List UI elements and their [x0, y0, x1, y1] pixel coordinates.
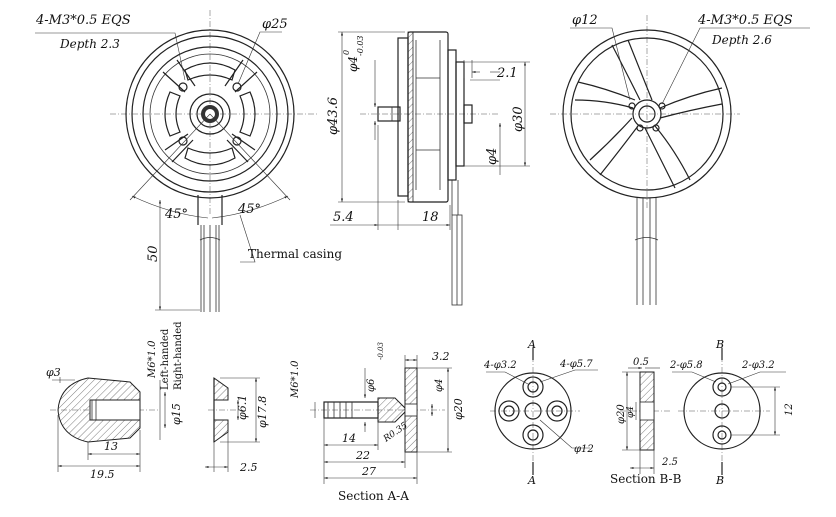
adapter-b-label-top: B: [715, 338, 724, 351]
washer-dia-17-8: φ17.8: [256, 396, 269, 428]
adapter-b-dim-0-5: 0.5: [633, 357, 649, 368]
nut-dim-19-5: 19.5: [90, 468, 115, 481]
side-dim-5-4: 5.4: [333, 210, 354, 225]
side-dia-30: φ30: [511, 106, 526, 132]
washer-dia-6-1: φ6.1: [236, 395, 249, 420]
adapter-b-holes-large: 2-φ5.8: [669, 360, 703, 371]
side-dim-2-1: 2.1: [496, 66, 518, 81]
section-b-b-label: Section B-B: [610, 472, 682, 486]
motor-back-view: [550, 15, 810, 305]
shaft-tol: -0.03: [377, 342, 385, 360]
prop-adapter-a: [486, 345, 598, 480]
washer-dim-2-5: 2.5: [239, 461, 258, 474]
adapter-b-holes-small: 2-φ3.2: [741, 360, 775, 371]
washer-section: [205, 377, 260, 472]
nut-thread: M6*1.0: [147, 340, 158, 379]
adapter-b-dim-2-5: 2.5: [661, 457, 678, 468]
front-thread-note: 4-M3*0.5 EQS: [35, 13, 131, 28]
side-dia-4: φ4: [485, 148, 500, 165]
adapter-b-dia-4: φ4: [626, 406, 636, 418]
side-tol-upper: 0: [342, 50, 351, 55]
shaft-dim-14: 14: [342, 432, 356, 445]
side-dim-18: 18: [422, 210, 439, 225]
side-tol-lower: -0.03: [356, 35, 365, 56]
adapter-a-holes-large: 4-φ5.7: [559, 359, 593, 370]
nut-dim-13: 13: [104, 440, 118, 453]
nut-right-handed: Right-handed: [173, 321, 184, 390]
motor-front-view: [35, 10, 318, 312]
front-angle-right: 45°: [237, 202, 261, 217]
front-angle-left: 45°: [164, 207, 188, 222]
side-dia-4-top: φ4: [346, 56, 360, 72]
shaft-dia-4: φ4: [434, 379, 445, 392]
prop-nut-section: [50, 377, 167, 472]
adapter-b-dim-12: 12: [784, 403, 795, 416]
motor-side-view: [330, 31, 530, 306]
back-dia-12: φ12: [572, 13, 598, 28]
adapter-b-label-bottom: B: [715, 474, 724, 487]
adapter-a-dia-12: φ12: [574, 444, 594, 455]
adapter-a-label-top: A: [527, 338, 536, 351]
shaft-dim-27: 27: [361, 465, 376, 478]
shaft-adapter-section: [310, 355, 452, 484]
shaft-thread: M6*1.0: [290, 360, 301, 399]
adapter-b-dia-20: φ20: [616, 404, 627, 424]
front-outer-ring: [125, 29, 295, 199]
adapter-a-holes-small: 4-φ3.2: [483, 360, 517, 371]
shaft-r-label: R0.35: [381, 421, 410, 445]
shaft-dia-6: φ6: [366, 378, 377, 392]
prop-adapter-b-front: [672, 345, 786, 478]
back-depth-note: Depth 2.6: [711, 33, 772, 47]
back-thread-note: 4-M3*0.5 EQS: [697, 13, 793, 28]
shaft-dim-3-2: 3.2: [432, 350, 450, 363]
front-dia-25: φ25: [262, 17, 288, 32]
front-lead-length: 50: [146, 245, 161, 262]
front-depth-note: Depth 2.3: [59, 37, 120, 51]
nut-dia-15: φ15: [170, 403, 183, 425]
thermal-casing-label: Thermal casing: [248, 247, 342, 261]
prop-adapter-b-side: [620, 366, 670, 474]
section-a-a-label: Section A-A: [338, 489, 409, 503]
shaft-dim-22: 22: [355, 449, 370, 462]
nut-dia-3: φ3: [46, 366, 61, 379]
nut-left-handed: Left-handed: [160, 328, 171, 390]
shaft-dia-20: φ20: [452, 398, 465, 420]
adapter-a-label-bottom: A: [527, 474, 536, 487]
side-dia-43-6: φ43.6: [326, 97, 341, 135]
